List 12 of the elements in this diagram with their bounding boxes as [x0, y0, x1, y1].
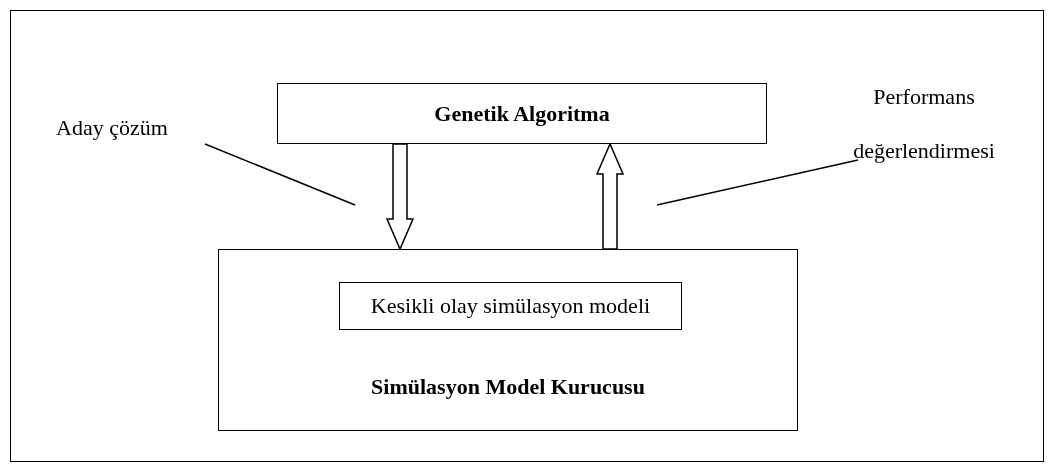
process-box	[339, 282, 682, 330]
box-label: Kesikli olay simülasyon modeli	[369, 293, 652, 319]
annotation-text: Performans değerlendirmesi	[852, 83, 996, 165]
process-box	[218, 249, 798, 431]
leader-line	[204, 143, 356, 206]
block-arrow	[385, 143, 415, 251]
box-label: Simülasyon Model Kurucusu	[370, 374, 646, 400]
process-box	[277, 83, 767, 144]
leader-line	[656, 159, 859, 206]
box-label: Genetik Algoritma	[433, 100, 611, 127]
block-arrow	[595, 142, 625, 250]
annotation-text: Aday çözüm	[56, 115, 169, 141]
